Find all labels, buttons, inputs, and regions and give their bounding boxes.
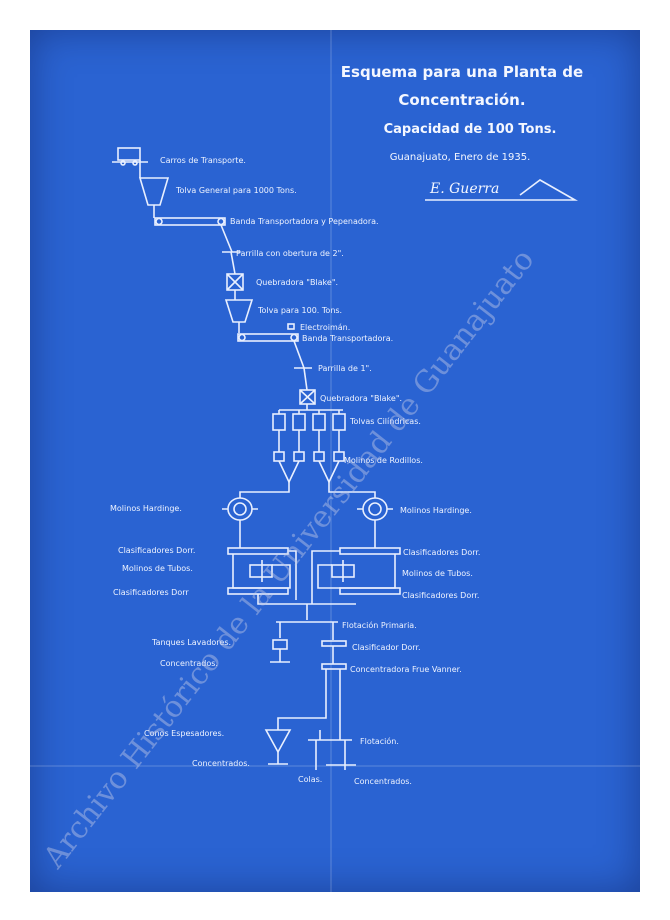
clasificador-dorr-icon (277, 640, 347, 740)
conos-espesadores-icon (264, 729, 292, 765)
banda-2-icon (237, 333, 299, 342)
quebradora-2-icon (299, 389, 316, 405)
tanques-lavadores-icon (270, 639, 290, 663)
title-line-1: Esquema para una Planta de (341, 63, 583, 81)
label-molinos-tubos-r: Molinos de Tubos. (402, 569, 473, 578)
label-banda-1: Banda Transportadora y Pepenadora. (230, 217, 379, 226)
left-grinding-circuit-icon (227, 547, 356, 605)
label-clasif-dorr-l2: Clasificadores Dorr (113, 588, 189, 597)
label-parrilla-1: Parrilla de 1". (318, 364, 372, 373)
carros-icon (112, 147, 148, 166)
place-date: Guanajuato, Enero de 1935. (390, 152, 531, 163)
label-quebradora-2: Quebradora "Blake". (320, 394, 402, 403)
label-carros: Carros de Transporte. (160, 156, 246, 165)
label-concentrados-2: Concentrados. (192, 759, 250, 768)
label-tanques-lavadores: Tanques Lavadores. (151, 638, 231, 647)
label-clasif-dorr-r1: Clasificadores Dorr. (403, 548, 480, 557)
archive-watermark: Archivo Histórico de la Universidad de G… (36, 243, 541, 876)
title-line-2: Concentración. (398, 91, 525, 109)
label-parrilla-2: Parrilla con obertura de 2". (236, 249, 344, 258)
label-molinos-rodillos: Molinos de Rodillos. (344, 456, 423, 465)
signature: E. Guerra (425, 179, 579, 201)
electroiman-icon (287, 323, 295, 330)
flotacion-primaria-icon (276, 604, 338, 623)
label-banda-2: Banda Transportadora. (302, 334, 393, 343)
label-tolva-100: Tolva para 100. Tons. (257, 306, 342, 315)
paper-fold (330, 30, 332, 892)
label-tolva-general: Tolva General para 1000 Tons. (175, 186, 297, 195)
label-flotacion-primaria: Flotación Primaria. (342, 620, 417, 630)
right-grinding-circuit-icon (311, 547, 401, 604)
quebradora-1-icon (226, 273, 244, 291)
label-tolvas-cilindricas: Tolvas Cilíndricas. (349, 417, 421, 426)
label-colas: Colas. (298, 775, 322, 784)
molinos-rodillos-icon (239, 451, 376, 498)
label-concentrados-3: Concentrados. (354, 777, 412, 786)
label-hardinge-right: Molinos Hardinge. (400, 506, 472, 515)
tolva-general-icon (138, 177, 170, 218)
label-conos: Conos Espesadores. (144, 729, 224, 738)
label-flotacion: Flotación. (360, 736, 399, 746)
paper-fold (30, 765, 640, 767)
hardinge-left-icon (222, 497, 258, 548)
hardinge-right-icon (357, 497, 393, 548)
svg-text:E. Guerra: E. Guerra (429, 181, 499, 197)
label-clasificador-dorr: Clasificador Dorr. (352, 643, 421, 652)
flotacion-final-icon (308, 730, 356, 770)
tolvas-cilindricas-icon (272, 413, 346, 452)
label-molinos-tubos-l: Molinos de Tubos. (122, 564, 193, 573)
label-concentradora-frue: Concentradora Frue Vanner. (350, 665, 462, 674)
label-concentrados-1: Concentrados. (160, 659, 218, 668)
label-hardinge-left: Molinos Hardinge. (110, 504, 182, 513)
label-electroiman: Electroimán. (300, 323, 350, 332)
tolva-100-icon (224, 299, 254, 333)
banda-1-icon (154, 217, 226, 226)
capacity: Capacidad de 100 Tons. (384, 122, 557, 137)
label-clasif-dorr-r2: Clasificadores Dorr. (402, 591, 479, 600)
label-quebradora-1: Quebradora "Blake". (256, 278, 338, 287)
label-clasif-dorr-l1: Clasificadores Dorr. (118, 546, 195, 555)
